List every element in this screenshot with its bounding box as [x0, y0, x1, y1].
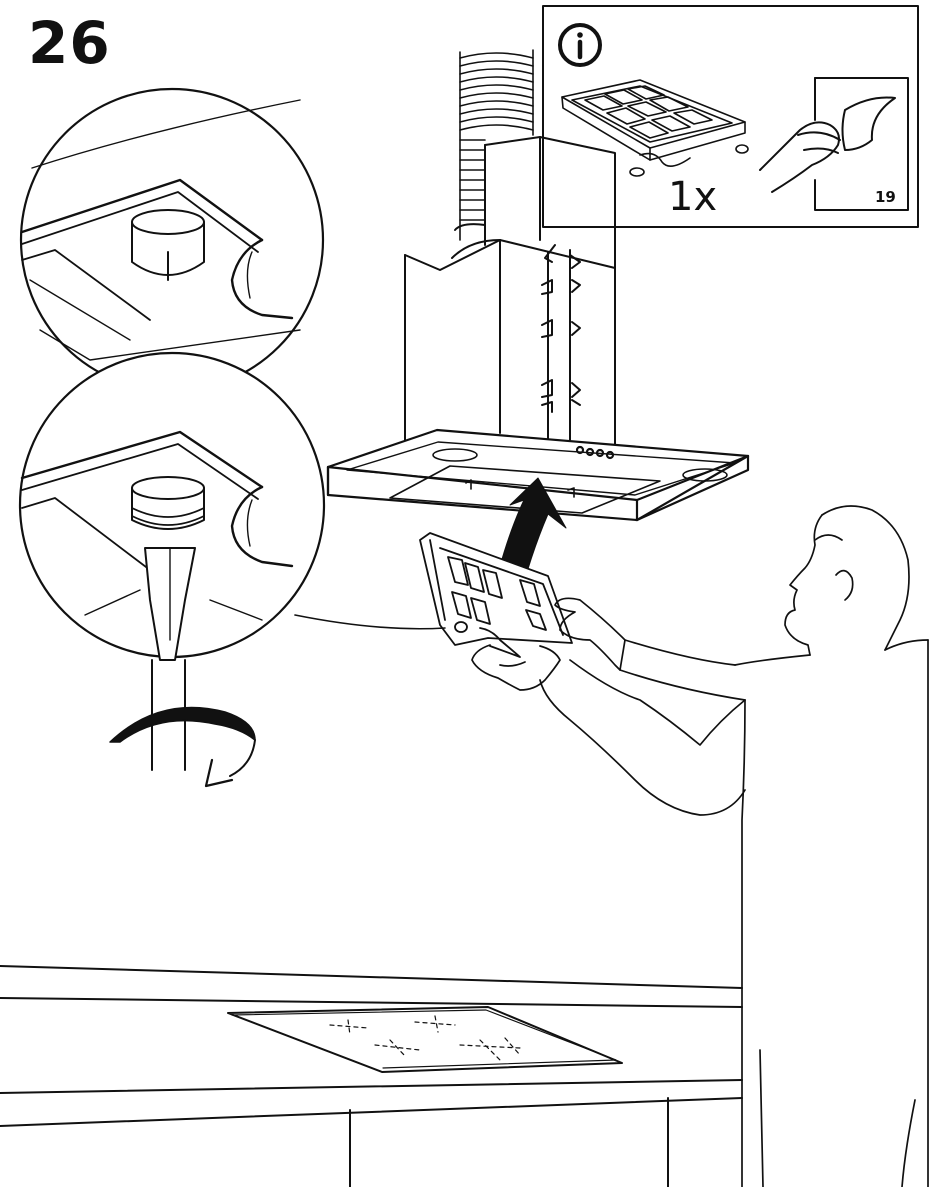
lower-chimney — [405, 240, 615, 445]
rotation-arrow-icon — [110, 707, 255, 786]
info-panel: 1x 19 — [543, 6, 918, 227]
grease-filter — [420, 533, 572, 657]
detail-circle-top — [21, 89, 323, 391]
flexible-duct — [460, 50, 533, 240]
page-reference: 19 — [875, 188, 896, 206]
countertop — [0, 966, 742, 1187]
detail-circle-bottom — [20, 353, 445, 660]
quantity-label: 1x — [668, 174, 717, 220]
induction-hob — [228, 1007, 622, 1072]
